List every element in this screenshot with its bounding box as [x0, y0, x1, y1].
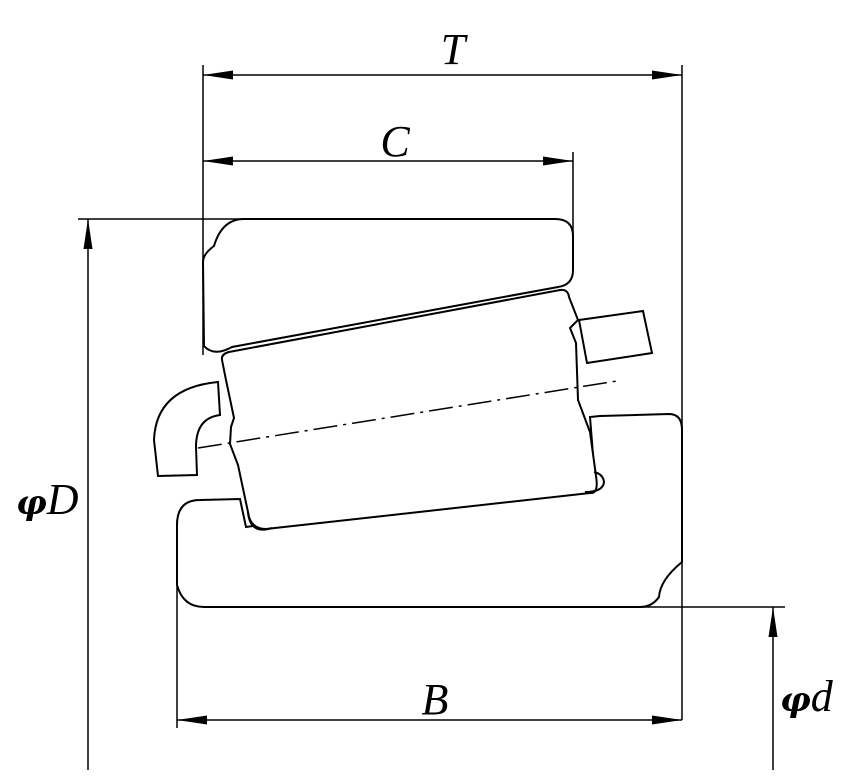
dimension-phi-d-outer: φD — [16, 219, 93, 770]
roller-center-line — [197, 380, 618, 449]
roller-bulge-lower-left — [247, 511, 273, 531]
cage-lower-piece — [152, 380, 222, 478]
outer-ring — [201, 218, 574, 353]
dimension-phi-d-inner: φd — [768, 607, 834, 770]
phi-symbol: φ — [16, 483, 47, 523]
roller-bulge-lower-right — [584, 471, 606, 493]
dimension-t-label: T — [441, 25, 469, 74]
dimension-c: C — [203, 117, 573, 166]
cage-upper-piece — [577, 309, 654, 365]
phi-symbol: φ — [780, 680, 811, 720]
dimension-phi-d-label: φd — [780, 672, 834, 721]
dimension-t: T — [203, 25, 682, 80]
dimension-b: B — [177, 675, 682, 725]
dimension-phi-D-label: φD — [16, 475, 79, 524]
dimension-b-label: B — [422, 675, 449, 724]
dimension-c-label: C — [380, 117, 410, 166]
dimension-d-letter: d — [811, 672, 834, 721]
dimension-D-letter: D — [46, 475, 79, 524]
tapered-roller — [220, 288, 598, 531]
